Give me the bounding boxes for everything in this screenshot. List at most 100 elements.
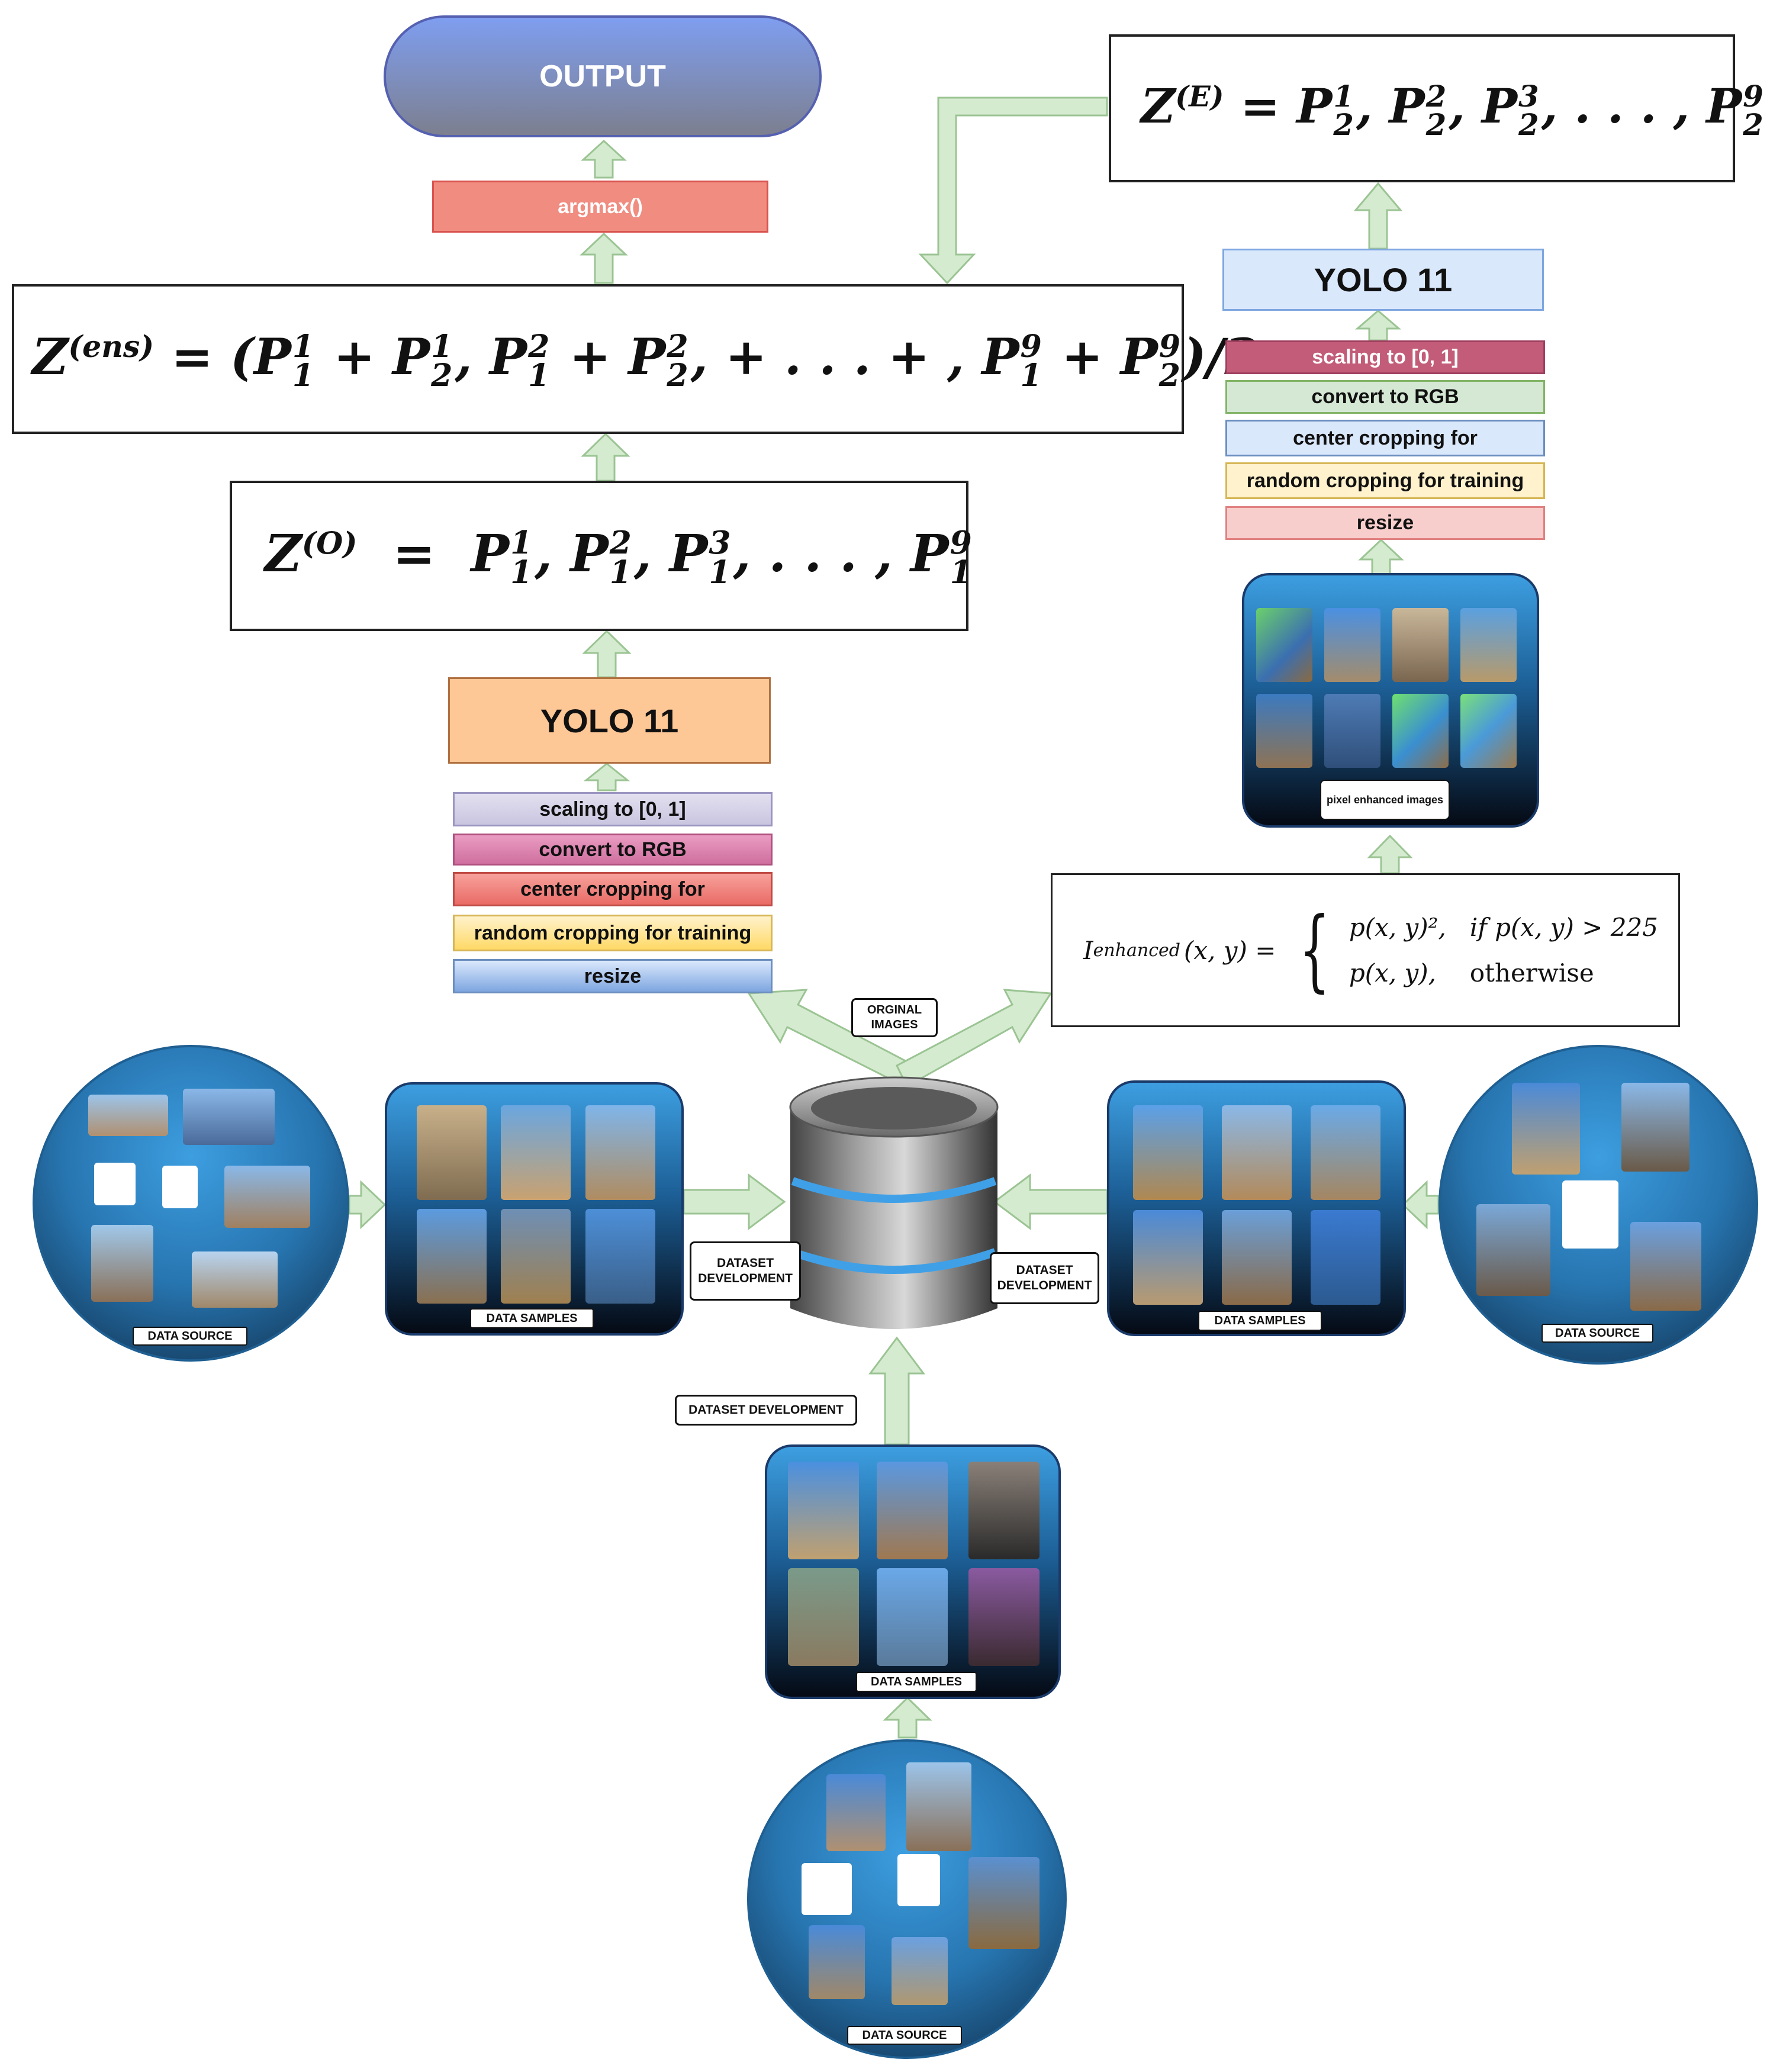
photographer-icon	[162, 1166, 198, 1208]
sample-photo	[788, 1568, 859, 1666]
right-step-center-crop: center cropping for	[1225, 420, 1545, 456]
arrow-db-right	[896, 989, 1053, 1088]
arrow-zo-ens	[581, 432, 630, 482]
enhanced-image	[1324, 694, 1380, 768]
left-step-rgb: convert to RGB	[453, 834, 773, 866]
photographer-icon	[802, 1863, 852, 1915]
sample-photo	[417, 1209, 487, 1304]
source-photo	[892, 1937, 948, 2005]
arrow-ens-argmax	[580, 232, 628, 284]
source-photo	[1512, 1083, 1580, 1175]
source-photo	[192, 1251, 278, 1308]
output-node: OUTPUT	[384, 15, 822, 137]
sample-photo	[417, 1105, 487, 1200]
data-source-circle-left: DATA SOURCE	[33, 1045, 349, 1362]
sample-photo	[585, 1209, 655, 1304]
right-step-rgb: convert to RGB	[1225, 380, 1545, 414]
data-source-label: DATA SOURCE	[847, 2026, 962, 2045]
arrow-panel-db-right	[993, 1173, 1108, 1230]
output-label: OUTPUT	[539, 59, 666, 94]
arrow-source-panel-bottom	[883, 1696, 932, 1739]
sample-photo	[1133, 1210, 1203, 1305]
arrow-yolo-ze	[1353, 182, 1403, 250]
dataset-dev-right-label: DATASET DEVELOPMENT	[990, 1252, 1099, 1304]
sample-photo	[1222, 1105, 1292, 1200]
data-source-label: DATA SOURCE	[133, 1327, 247, 1346]
arrow-formula-panel	[1367, 834, 1413, 874]
left-step-random-crop: random cropping for training	[453, 915, 773, 951]
sample-photo	[1222, 1210, 1292, 1305]
right-step-scaling: scaling to [0, 1]	[1225, 340, 1545, 374]
arrow-argmax-output	[581, 139, 627, 179]
data-samples-label: DATA SAMPLES	[470, 1308, 594, 1328]
source-photo	[809, 1925, 865, 1999]
photographer-icon	[1562, 1180, 1618, 1249]
arrow-source-left	[348, 1180, 387, 1230]
argmax-node: argmax()	[432, 181, 768, 233]
arrow-db-left	[747, 989, 916, 1088]
arrow-steps-yolo-right	[1354, 310, 1402, 342]
source-photo	[88, 1095, 168, 1136]
sample-photo	[1311, 1210, 1380, 1305]
arrow-source-right	[1401, 1180, 1440, 1230]
dataset-dev-left-label: DATASET DEVELOPMENT	[690, 1241, 801, 1301]
sample-photo	[1311, 1105, 1380, 1200]
pixel-enhanced-label: pixel enhanced images	[1320, 780, 1450, 820]
source-photo	[183, 1089, 275, 1145]
data-samples-label: DATA SAMPLES	[856, 1672, 977, 1692]
enhanced-image	[1460, 608, 1517, 682]
data-source-circle-bottom: DATA SOURCE	[747, 1739, 1067, 2059]
enhanced-image	[1460, 694, 1517, 768]
source-photo	[1621, 1083, 1689, 1172]
sample-photo	[585, 1105, 655, 1200]
data-samples-panel-right: DATA SAMPLES	[1107, 1080, 1406, 1336]
photographer-icon	[94, 1163, 136, 1205]
arrow-ze-ens	[918, 96, 1108, 285]
data-samples-panel-left: DATA SAMPLES	[385, 1082, 684, 1336]
sample-photo	[501, 1105, 571, 1200]
enhanced-image	[1256, 608, 1312, 682]
sample-photo	[877, 1462, 948, 1559]
yolo-right-label: YOLO 11	[1314, 261, 1453, 298]
sample-photo	[788, 1462, 859, 1559]
source-photo	[826, 1774, 886, 1851]
sample-photo	[968, 1568, 1040, 1666]
yolo-left-label: YOLO 11	[540, 702, 679, 739]
dataset-dev-bottom-label: DATASET DEVELOPMENT	[675, 1395, 857, 1426]
orginal-images-label: ORGINAL IMAGES	[851, 998, 938, 1037]
arrow-yolo-zo	[582, 629, 632, 678]
database-icon	[784, 1072, 1003, 1344]
sample-photo	[877, 1568, 948, 1666]
source-photo	[91, 1225, 153, 1302]
sample-photo	[968, 1462, 1040, 1559]
yolo-left-node: YOLO 11	[448, 677, 771, 764]
left-step-resize: resize	[453, 959, 773, 993]
yolo-right-node: YOLO 11	[1222, 249, 1544, 311]
source-photo	[1630, 1222, 1701, 1311]
sample-photo	[501, 1209, 571, 1304]
right-step-resize: resize	[1225, 506, 1545, 540]
arrow-steps-yolo	[583, 762, 630, 792]
enhanced-image	[1392, 608, 1449, 682]
data-source-label: DATA SOURCE	[1541, 1324, 1653, 1343]
source-photo	[224, 1166, 310, 1228]
enhanced-image	[1324, 608, 1380, 682]
left-step-scaling: scaling to [0, 1]	[453, 792, 773, 826]
data-samples-label: DATA SAMPLES	[1198, 1311, 1322, 1331]
source-photo	[906, 1762, 971, 1851]
enhanced-image	[1392, 694, 1449, 768]
arrow-panel-db-left	[683, 1173, 786, 1230]
data-source-circle-right: DATA SOURCE	[1438, 1045, 1758, 1365]
photographer-icon	[897, 1854, 940, 1906]
argmax-label: argmax()	[558, 195, 643, 218]
enhanced-image	[1256, 694, 1312, 768]
